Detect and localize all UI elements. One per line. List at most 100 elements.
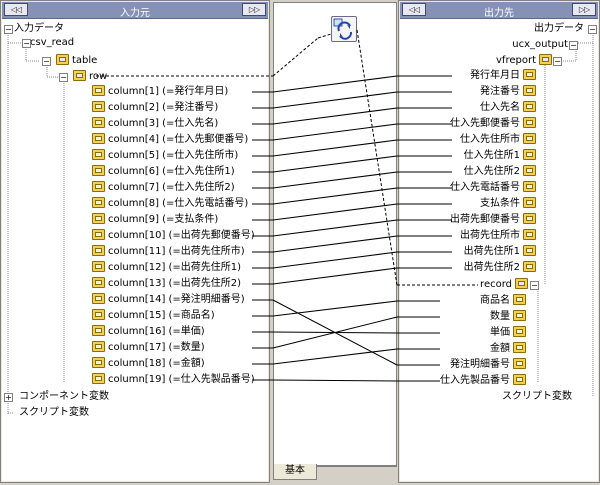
source-column-11[interactable]: column[11] (=出荷先住所市) xyxy=(92,245,245,259)
script-variables-node-label: スクリプト変数 xyxy=(19,407,89,418)
csv-read-node[interactable]: csv_read xyxy=(30,36,74,50)
node-icon xyxy=(92,341,105,352)
target-field-2[interactable]: 発注番号 xyxy=(480,85,536,99)
node-icon xyxy=(92,229,105,240)
source-column-5[interactable]: column[5] (=仕入先住所市) xyxy=(92,149,238,163)
table-node[interactable]: table xyxy=(56,54,97,68)
target-field-1[interactable]: 発行年月日 xyxy=(470,69,536,83)
target-field-6[interactable]: 仕入先住所1 xyxy=(464,149,536,163)
record-node[interactable]: record xyxy=(480,278,528,292)
target-field-11[interactable]: 出荷先住所市 xyxy=(460,229,536,243)
tab-basic[interactable]: 基本 xyxy=(273,464,317,480)
source-column-18[interactable]: column[18] (=金額) xyxy=(92,357,205,371)
source-column-7[interactable]: column[7] (=仕入先住所2) xyxy=(92,181,235,195)
collapse-left-button-right[interactable]: ◁◁ xyxy=(402,3,426,16)
target-field-9[interactable]: 支払条件 xyxy=(480,197,536,211)
table-node-label: table xyxy=(72,55,98,66)
node-icon xyxy=(92,325,105,336)
source-column-12[interactable]: column[12] (=出荷先住所1) xyxy=(92,261,241,275)
source-column-9-label: column[9] (=支払条件) xyxy=(108,214,219,225)
vfreport-node[interactable]: vfreport xyxy=(496,54,552,68)
expand-toggle-icon[interactable]: − xyxy=(4,25,13,34)
mapping-line-12 xyxy=(272,251,398,269)
target-field-4[interactable]: 仕入先郵便番号 xyxy=(450,117,536,131)
component-variables-node[interactable]: コンポーネント変数 xyxy=(19,390,109,404)
node-icon xyxy=(523,85,536,96)
row-to-function-dashed-2 xyxy=(317,33,332,39)
target-field-13[interactable]: 出荷先住所2 xyxy=(464,261,536,275)
record-field-5-label: 発注明細番号 xyxy=(450,359,510,370)
target-field-8[interactable]: 仕入先電話番号 xyxy=(450,181,536,195)
target-field-12[interactable]: 出荷先住所1 xyxy=(464,245,536,259)
target-field-10[interactable]: 出荷先郵便番号 xyxy=(450,213,536,227)
mapping-canvas[interactable] xyxy=(273,2,397,466)
expand-toggle-icon[interactable]: − xyxy=(530,281,539,290)
table-icon xyxy=(515,278,528,289)
script-variables-node[interactable]: スクリプト変数 xyxy=(19,406,89,420)
record-field-1[interactable]: 商品名 xyxy=(480,294,526,308)
node-icon xyxy=(92,101,105,112)
expand-toggle-icon[interactable]: − xyxy=(22,39,31,48)
source-root-node[interactable]: 入力データ xyxy=(14,22,64,36)
record-field-4[interactable]: 金額 xyxy=(490,342,526,356)
node-icon xyxy=(92,117,105,128)
table-icon xyxy=(539,54,552,65)
expand-toggle-icon[interactable]: − xyxy=(569,41,578,50)
expand-toggle-icon[interactable]: − xyxy=(588,25,597,34)
target-field-6-label: 仕入先住所1 xyxy=(463,150,520,161)
expand-right-button[interactable]: ▷▷ xyxy=(242,3,266,16)
node-icon xyxy=(513,294,526,305)
source-column-15[interactable]: column[15] (=商品名) xyxy=(92,309,215,323)
source-column-15-label: column[15] (=商品名) xyxy=(108,310,215,321)
source-column-9[interactable]: column[9] (=支払条件) xyxy=(92,213,218,227)
source-column-8-label: column[8] (=仕入先電話番号) xyxy=(108,198,249,209)
mapping-line-17 xyxy=(272,316,398,349)
expand-toggle-icon[interactable]: − xyxy=(42,57,51,66)
node-icon xyxy=(92,197,105,208)
expand-toggle-icon[interactable]: − xyxy=(553,57,562,66)
source-column-8[interactable]: column[8] (=仕入先電話番号) xyxy=(92,197,248,211)
node-icon xyxy=(523,213,536,224)
ucx-output-node[interactable]: ucx_output xyxy=(512,38,568,52)
source-column-16[interactable]: column[16] (=単価) xyxy=(92,325,205,339)
vfreport-node-label: vfreport xyxy=(496,55,536,66)
record-field-2[interactable]: 数量 xyxy=(490,310,526,324)
target-field-7[interactable]: 仕入先住所2 xyxy=(464,165,536,179)
node-icon xyxy=(523,197,536,208)
source-column-19[interactable]: column[19] (=仕入先製品番号) xyxy=(92,373,255,387)
collapse-left-button[interactable]: ◁◁ xyxy=(4,3,28,16)
target-script-variables-node-label: スクリプト変数 xyxy=(502,391,572,402)
node-icon xyxy=(523,165,536,176)
target-field-11-label: 出荷先住所市 xyxy=(460,230,520,241)
source-column-14[interactable]: column[14] (=発注明細番号) xyxy=(92,293,245,307)
conversion-function-icon[interactable] xyxy=(331,16,357,42)
record-field-5[interactable]: 発注明細番号 xyxy=(450,358,526,372)
target-field-3[interactable]: 仕入先名 xyxy=(480,101,536,115)
source-column-3[interactable]: column[3] (=仕入先名) xyxy=(92,117,218,131)
record-field-6[interactable]: 仕入先製品番号 xyxy=(440,374,526,388)
source-column-17[interactable]: column[17] (=数量) xyxy=(92,341,205,355)
node-icon xyxy=(92,133,105,144)
record-field-3-label: 単価 xyxy=(490,327,510,338)
source-column-19-label: column[19] (=仕入先製品番号) xyxy=(108,374,255,385)
node-icon xyxy=(513,310,526,321)
source-column-13[interactable]: column[13] (=出荷先住所2) xyxy=(92,277,241,291)
expand-toggle-icon[interactable]: − xyxy=(59,73,68,82)
target-root-node[interactable]: 出力データ xyxy=(534,22,584,36)
source-column-2[interactable]: column[2] (=発注番号) xyxy=(92,101,218,115)
record-field-4-label: 金額 xyxy=(490,343,510,354)
source-column-6[interactable]: column[6] (=仕入先住所1) xyxy=(92,165,235,179)
node-icon xyxy=(92,261,105,272)
record-field-3[interactable]: 単価 xyxy=(490,326,526,340)
source-column-1[interactable]: column[1] (=発行年月日) xyxy=(92,85,228,99)
target-field-5[interactable]: 仕入先住所市 xyxy=(460,133,536,147)
node-icon xyxy=(92,373,105,384)
source-column-10[interactable]: column[10] (=出荷先郵便番号) xyxy=(92,229,255,243)
mapping-line-5 xyxy=(272,139,398,157)
target-script-variables-node[interactable]: スクリプト変数 xyxy=(502,390,572,404)
source-column-4[interactable]: column[4] (=仕入先郵便番号) xyxy=(92,133,248,147)
expand-toggle-icon[interactable]: + xyxy=(4,393,13,402)
expand-right-button-right[interactable]: ▷▷ xyxy=(572,3,596,16)
source-panel: ◁◁ 入力元 ▷▷ 入力データ−csv_read−table−row−colum… xyxy=(0,0,270,483)
target-field-9-label: 支払条件 xyxy=(480,198,520,209)
